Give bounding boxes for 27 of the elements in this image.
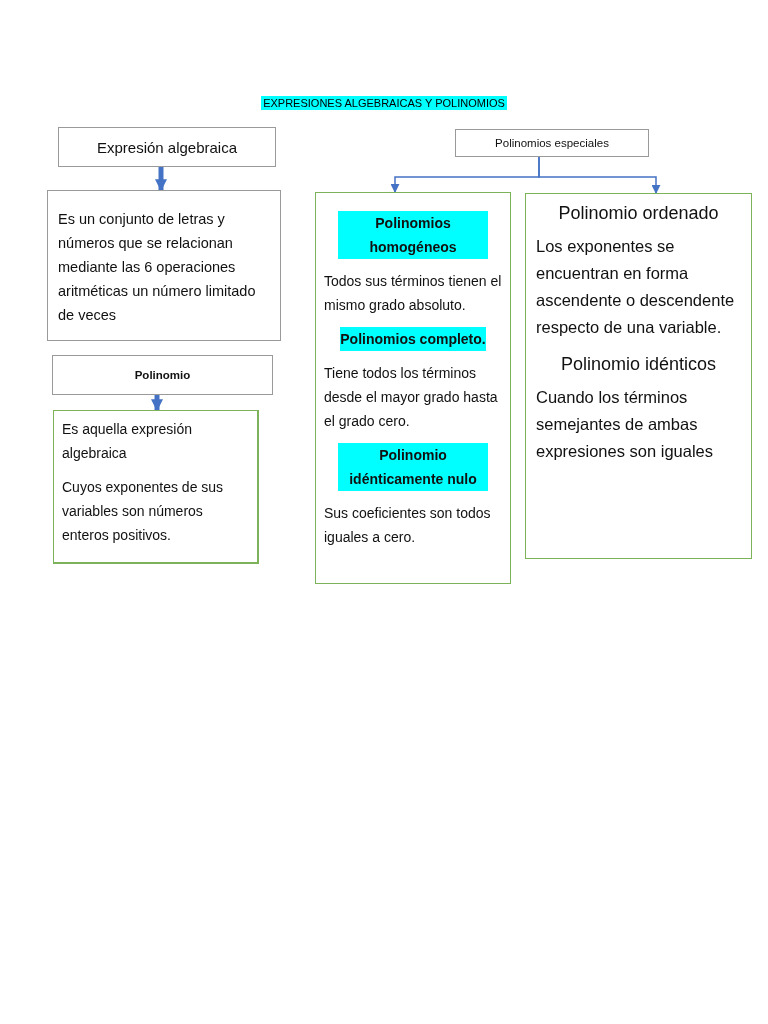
- title-box: [58, 127, 276, 167]
- title-box: [455, 129, 649, 157]
- body-text: Sus coeficientes son todos iguales a cero.: [324, 504, 492, 547]
- body-text: Todos sus términos tienen el mismo grado absoluto.: [324, 272, 502, 315]
- content-box: [53, 410, 259, 564]
- body-text: Tiene todos los términos desde el mayor grado hasta el grado cero.: [324, 364, 499, 431]
- box-label: Polinomio: [133, 368, 192, 383]
- section-heading: Polinomio ordenado: [557, 202, 720, 225]
- arrow: [151, 395, 163, 412]
- body-text: Es aquella expresión algebraica: [62, 420, 193, 463]
- arrow: [538, 156, 661, 194]
- title-box: [52, 355, 273, 395]
- content-box: [525, 193, 752, 559]
- box-label: Polinomios especiales: [494, 136, 610, 151]
- arrow: [155, 167, 167, 192]
- content-box: [47, 190, 281, 341]
- diagram-title: EXPRESIONES ALGEBRAICAS Y POLINOMIOS: [261, 96, 507, 110]
- section-heading: Polinomio idénticos: [559, 353, 718, 376]
- body-text: Cuyos exponentes de sus variables son números enteros positivos.: [62, 478, 225, 545]
- body-text: Es un conjunto de letras y números que se relacionan mediante las 6 operaciones aritméticas un número limitado de veces: [58, 210, 257, 325]
- highlighted-heading: Polinomios completo.: [340, 327, 486, 351]
- highlighted-heading: Polinomios homogéneos: [338, 211, 488, 259]
- content-box: [315, 192, 511, 584]
- highlighted-heading: Polinomio idénticamente nulo: [338, 443, 488, 491]
- body-text: Cuando los términos semejantes de ambas expresiones son iguales: [536, 387, 715, 462]
- box-label: Expresión algebraica: [95, 138, 239, 158]
- body-text: Los exponentes se encuentran en forma ascendente o descendente respecto de una variable.: [536, 236, 736, 338]
